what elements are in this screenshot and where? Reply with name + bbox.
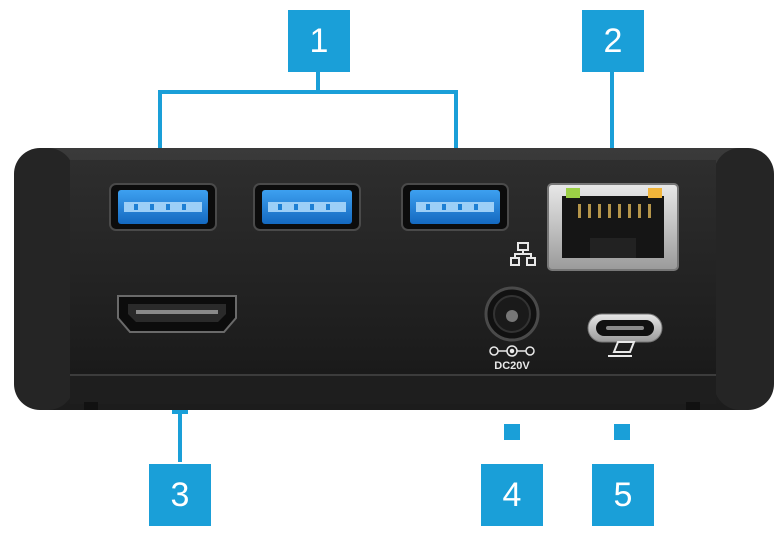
usb-a-port-1[interactable]	[109, 183, 217, 231]
network-icon	[510, 242, 536, 266]
hdmi-port[interactable]	[117, 295, 237, 333]
callout-3-hdmi: 3	[149, 464, 211, 526]
usb-a-port-3[interactable]	[401, 183, 509, 231]
activity-led	[648, 188, 662, 198]
dc-polarity-icon	[489, 345, 535, 357]
leader-tick-5	[614, 424, 630, 440]
callout-1-usb-a: 1	[288, 10, 350, 72]
dc-power-input[interactable]	[484, 286, 540, 342]
usb-c-port[interactable]	[587, 313, 663, 343]
link-led	[566, 188, 580, 198]
leader-tick-4	[504, 424, 520, 440]
dc-voltage-label: DC20V	[494, 360, 530, 372]
leader-lines	[158, 70, 614, 462]
usb-a-port-2[interactable]	[253, 183, 361, 231]
laptop-icon	[608, 341, 636, 357]
callout-5-usb-c: 5	[592, 464, 654, 526]
ethernet-port[interactable]	[547, 183, 679, 271]
callout-4-dc-power: 4	[481, 464, 543, 526]
callout-2-ethernet: 2	[582, 10, 644, 72]
